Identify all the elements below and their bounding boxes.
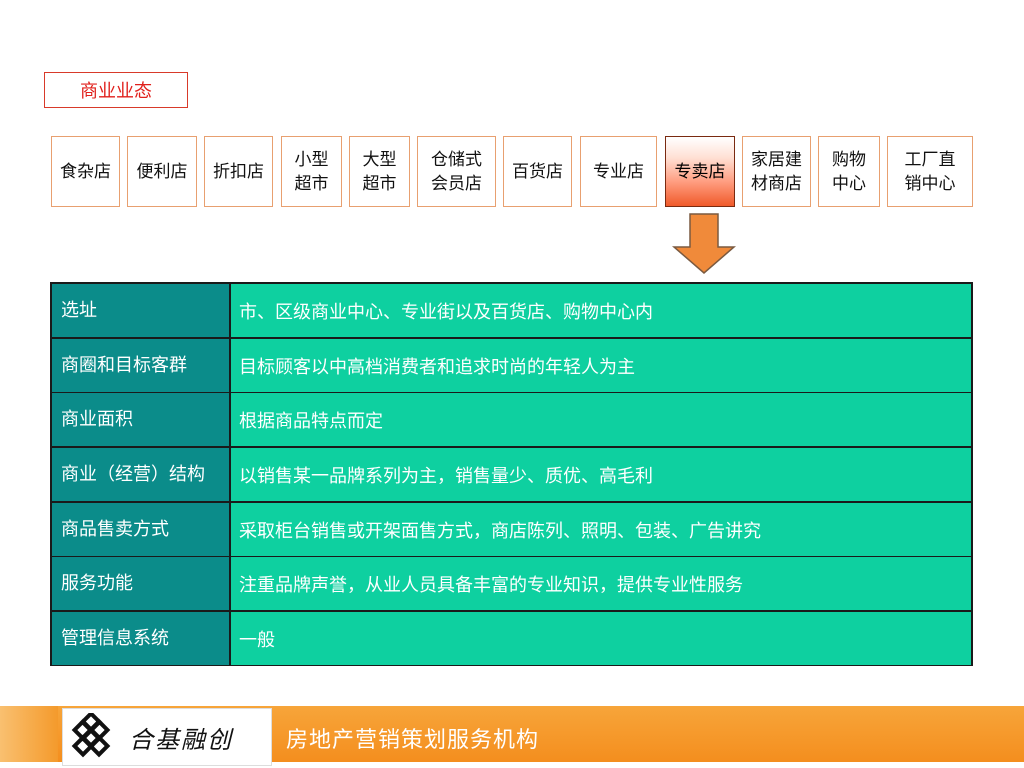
row-value: 根据商品特点而定 xyxy=(231,393,971,446)
row-label: 服务功能 xyxy=(52,557,229,610)
format-item-brand-store-active[interactable]: 专卖店 xyxy=(665,136,735,207)
row-label: 商业（经营）结构 xyxy=(52,448,229,501)
format-item-grocery[interactable]: 食杂店 xyxy=(51,136,120,207)
table-row: 选址 市、区级商业中心、专业街以及百货店、购物中心内 xyxy=(52,284,971,337)
table-row: 商品售卖方式 采取柜台销售或开架面售方式，商店陈列、照明、包装、广告讲究 xyxy=(52,503,971,556)
row-label: 商圈和目标客群 xyxy=(52,339,229,392)
row-label: 商品售卖方式 xyxy=(52,503,229,556)
row-value: 目标顾客以中高档消费者和追求时尚的年轻人为主 xyxy=(231,339,971,392)
table-row: 商业（经营）结构 以销售某一品牌系列为主，销售量少、质优、高毛利 xyxy=(52,448,971,501)
company-logo: 合基融创 xyxy=(62,708,272,766)
logo-wordmark: 合基融创 xyxy=(129,725,233,754)
footer-accent-strip xyxy=(0,706,58,762)
format-item-department-store[interactable]: 百货店 xyxy=(503,136,572,207)
row-value: 采取柜台销售或开架面售方式，商店陈列、照明、包装、广告讲究 xyxy=(231,503,971,556)
row-value: 一般 xyxy=(231,612,971,665)
row-label: 管理信息系统 xyxy=(52,612,229,665)
table-row: 服务功能 注重品牌声誉，从业人员具备丰富的专业知识，提供专业性服务 xyxy=(52,557,971,610)
row-label: 商业面积 xyxy=(52,393,229,446)
knot-logo-icon xyxy=(71,713,111,758)
format-item-specialty-store[interactable]: 专业店 xyxy=(580,136,657,207)
row-value: 以销售某一品牌系列为主，销售量少、质优、高毛利 xyxy=(231,448,971,501)
row-value: 注重品牌声誉，从业人员具备丰富的专业知识，提供专业性服务 xyxy=(231,557,971,610)
arrow-down-icon xyxy=(672,213,736,274)
format-item-home-building[interactable]: 家居建 材商店 xyxy=(742,136,811,207)
format-item-hypermarket[interactable]: 大型 超市 xyxy=(349,136,410,207)
row-value: 市、区级商业中心、专业街以及百货店、购物中心内 xyxy=(231,284,971,337)
table-row: 管理信息系统 一般 xyxy=(52,612,971,665)
format-item-warehouse-club[interactable]: 仓储式 会员店 xyxy=(417,136,496,207)
format-item-convenience[interactable]: 便利店 xyxy=(127,136,197,207)
section-title: 商业业态 xyxy=(44,72,188,108)
format-item-factory-outlet[interactable]: 工厂直 销中心 xyxy=(887,136,973,207)
format-item-small-supermarket[interactable]: 小型 超市 xyxy=(281,136,342,207)
row-label: 选址 xyxy=(52,284,229,337)
footer-tagline: 房地产营销策划服务机构 xyxy=(286,728,540,753)
format-item-shopping-center[interactable]: 购物 中心 xyxy=(818,136,880,207)
attributes-table: 选址 市、区级商业中心、专业街以及百货店、购物中心内 商圈和目标客群 目标顾客以… xyxy=(50,282,973,666)
format-item-discount[interactable]: 折扣店 xyxy=(204,136,273,207)
table-row: 商圈和目标客群 目标顾客以中高档消费者和追求时尚的年轻人为主 xyxy=(52,339,971,392)
table-row: 商业面积 根据商品特点而定 xyxy=(52,393,971,446)
